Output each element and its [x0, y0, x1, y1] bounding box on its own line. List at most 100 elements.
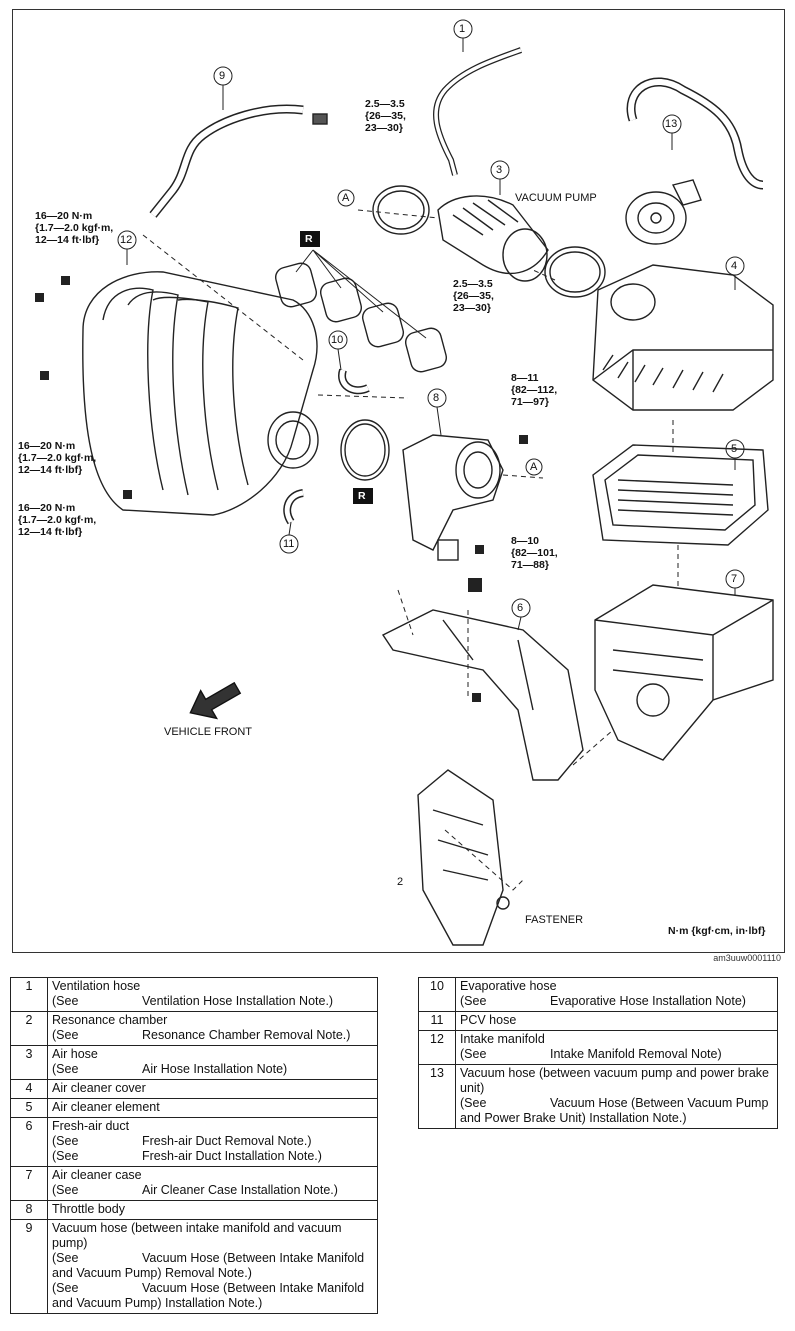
- see-text: (See: [52, 1183, 79, 1197]
- part-number: 3: [10, 1045, 48, 1080]
- callout-1: 1: [459, 23, 466, 35]
- callout-13: 13: [665, 118, 678, 130]
- part-description: Resonance chamber(See Resonance Chamber R…: [47, 1011, 378, 1046]
- fastener-label: FASTENER: [525, 914, 584, 926]
- r-mark-label-1: R: [305, 233, 313, 245]
- callout-11: 11: [283, 538, 295, 550]
- part-number: 1: [10, 977, 48, 1012]
- assembly-lines: [142, 209, 679, 891]
- air-cleaner-cover-part: [592, 264, 774, 411]
- torque-clamp-bottom: 2.5—3.5 {26—35, 23—30}: [453, 278, 494, 314]
- part-note: (See Fresh-air Duct Installation Note.): [52, 1149, 373, 1164]
- see-text: (See: [52, 1281, 79, 1295]
- callout-8: 8: [433, 392, 440, 404]
- part-name: Resonance chamber: [52, 1013, 168, 1027]
- part-name: Air cleaner case: [52, 1168, 142, 1182]
- note-reference-link[interactable]: Fresh-air Duct Removal Note.): [142, 1134, 312, 1148]
- vacuum-pump-part: [625, 179, 702, 245]
- r-mark-throttle-gasket: [353, 488, 373, 504]
- torque-throttle-bottom: 8—10 {82—101, 71—88}: [511, 535, 558, 571]
- vacuum-hose-9-part: [149, 104, 304, 218]
- torque-manifold-bottom: 16—20 N·m {1.7—2.0 kgf·m, 12—14 ft·lbf}: [18, 502, 97, 538]
- part-number: 10: [418, 977, 456, 1012]
- torque-manifold-middle: 16—20 N·m {1.7—2.0 kgf·m, 12—14 ft·lbf}: [18, 440, 97, 476]
- air-cleaner-case-part: [594, 584, 774, 761]
- part-description: Throttle body: [47, 1200, 378, 1220]
- callout-3: 3: [496, 164, 503, 176]
- note-reference-link[interactable]: Resonance Chamber Removal Note.): [142, 1028, 351, 1042]
- part-note: (See Intake Manifold Removal Note): [460, 1047, 773, 1062]
- throttle-body-part: [402, 434, 504, 561]
- note-reference-link[interactable]: Vacuum Hose (Between Vacuum Pump and Pow…: [460, 1096, 769, 1125]
- part-note: (See Air Cleaner Case Installation Note.): [52, 1183, 373, 1198]
- vacuum-pump-label: VACUUM PUMP: [515, 192, 597, 204]
- diagram-drawing: [35, 19, 774, 946]
- see-text: (See: [52, 1149, 79, 1163]
- see-text: (See: [52, 1028, 79, 1042]
- part-description: PCV hose: [455, 1011, 778, 1031]
- part-number: 12: [418, 1030, 456, 1065]
- part-name: Air hose: [52, 1047, 98, 1061]
- part-name: Throttle body: [52, 1202, 125, 1216]
- part-number: 13: [418, 1064, 456, 1129]
- callout-10: 10: [331, 334, 344, 346]
- mark-a-clamp: A: [342, 192, 350, 204]
- note-reference-link[interactable]: Intake Manifold Removal Note): [550, 1047, 722, 1061]
- torque-clamp-top: 2.5—3.5 {26—35, 23—30}: [365, 98, 406, 134]
- see-text: (See: [460, 1047, 487, 1061]
- part-note: (See Air Hose Installation Note): [52, 1062, 373, 1077]
- note-reference-link[interactable]: Vacuum Hose (Between Intake Manifold and…: [52, 1251, 365, 1280]
- part-number: 8: [10, 1200, 48, 1220]
- part-note: (See Resonance Chamber Removal Note.): [52, 1028, 373, 1043]
- see-text: (See: [460, 1096, 487, 1110]
- part-name: Vacuum hose (between intake manifold and…: [52, 1221, 342, 1250]
- intake-manifold-part: [82, 271, 319, 516]
- part-name: Intake manifold: [460, 1032, 545, 1046]
- r-mark-gasket: [300, 231, 320, 247]
- note-reference-link[interactable]: Air Cleaner Case Installation Note.): [142, 1183, 338, 1197]
- note-reference-link[interactable]: Vacuum Hose (Between Intake Manifold and…: [52, 1281, 365, 1310]
- see-text: (See: [52, 1062, 79, 1076]
- see-text: (See: [52, 1134, 79, 1148]
- bolts: [35, 276, 528, 702]
- callout-2: 2: [397, 876, 404, 888]
- note-reference-link[interactable]: Evaporative Hose Installation Note): [550, 994, 746, 1008]
- air-cleaner-element-part: [592, 444, 769, 546]
- part-number: 5: [10, 1098, 48, 1118]
- note-reference-link[interactable]: Air Hose Installation Note): [142, 1062, 288, 1076]
- part-note: (See Fresh-air Duct Removal Note.): [52, 1134, 373, 1149]
- part-description: Air hose(See Air Hose Installation Note): [47, 1045, 378, 1080]
- vehicle-front-arrow: [189, 681, 242, 720]
- part-number: 11: [418, 1011, 456, 1031]
- torque-throttle-top: 8—11 {82—112, 71—97}: [511, 372, 558, 408]
- part-number: 6: [10, 1117, 48, 1167]
- resonance-chamber-part: [417, 769, 510, 946]
- drawing-code: am3uuw0001110: [713, 953, 781, 963]
- part-description: Air cleaner case(See Air Cleaner Case Ins…: [47, 1166, 378, 1201]
- note-reference-link[interactable]: Ventilation Hose Installation Note.): [142, 994, 334, 1008]
- note-reference-link[interactable]: Fresh-air Duct Installation Note.): [142, 1149, 322, 1163]
- part-description: Vacuum hose (between vacuum pump and pow…: [455, 1064, 778, 1129]
- see-text: (See: [52, 1251, 79, 1265]
- intake-gaskets-part: [274, 249, 448, 373]
- mark-a-throttle: A: [530, 461, 538, 473]
- part-name: Vacuum hose (between vacuum pump and pow…: [460, 1066, 769, 1095]
- callout-4: 4: [731, 260, 738, 272]
